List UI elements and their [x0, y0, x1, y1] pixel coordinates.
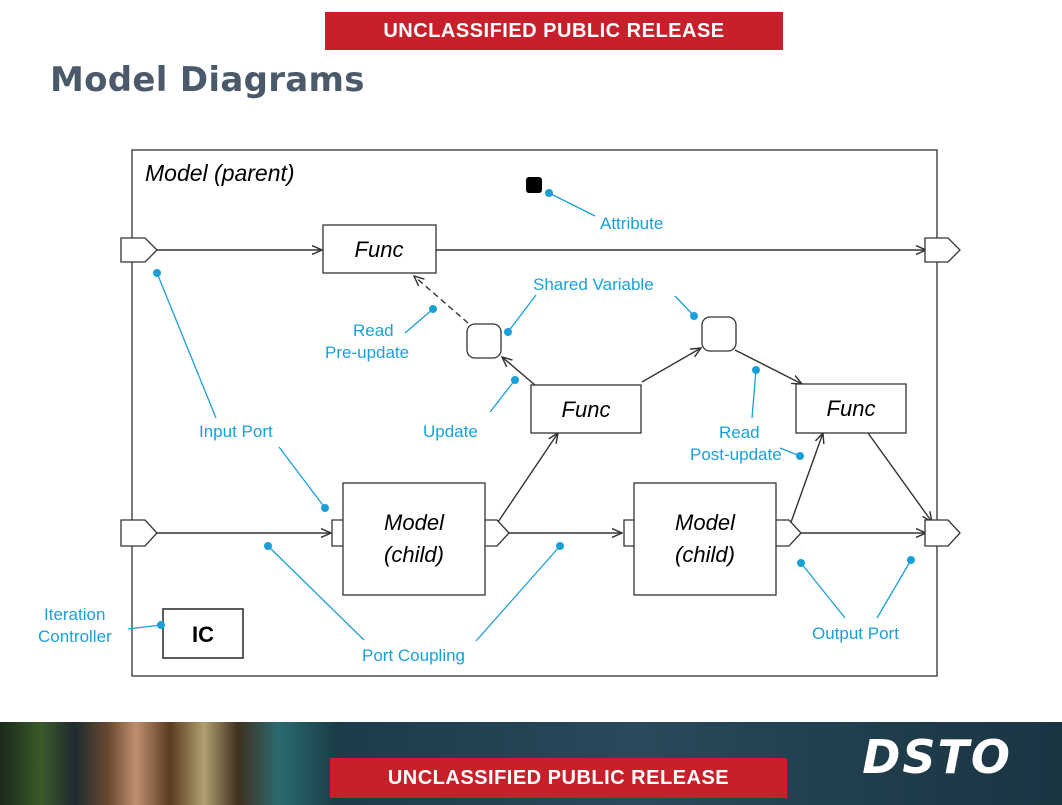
- parent-model-label: Model (parent): [145, 160, 295, 186]
- child-model-label-1a: Model: [384, 510, 445, 535]
- line-sv2-to-func3: [734, 349, 802, 384]
- label-read-pre-1: Read: [353, 321, 394, 340]
- parent-model-box: [131, 149, 938, 677]
- label-read-post-1: Read: [719, 423, 760, 442]
- port-input-top: [120, 237, 158, 263]
- port-output-top: [924, 237, 961, 263]
- label-update: Update: [423, 422, 478, 441]
- child-model-label-2b: (child): [675, 542, 735, 567]
- label-read-post-2: Post-update: [690, 445, 782, 464]
- func-label-1: Func: [355, 237, 404, 262]
- func-box-2: [530, 384, 642, 434]
- label-shared-variable: Shared Variable: [533, 275, 654, 294]
- line-func3-to-out: [867, 432, 932, 522]
- line-child1-to-func2: [495, 433, 558, 526]
- footer-brand: DSTO: [862, 730, 1012, 784]
- annotation-leaders: [127, 192, 912, 642]
- line-func2-to-sv1: [502, 357, 536, 386]
- label-output-port: Output Port: [812, 624, 899, 643]
- line-child2-to-func3: [789, 433, 823, 526]
- shared-variable-2: [701, 316, 737, 352]
- shared-variable-1: [466, 323, 502, 359]
- iteration-controller-label: IC: [192, 622, 214, 647]
- label-iteration-1: Iteration: [44, 605, 105, 624]
- port-input-bottom: [120, 519, 158, 547]
- func-box-1: [322, 224, 437, 274]
- child-model-label-1b: (child): [384, 542, 444, 567]
- func-label-2: Func: [562, 397, 611, 422]
- label-port-coupling: Port Coupling: [362, 646, 465, 665]
- child-model-box-1: [342, 482, 486, 596]
- child-model-box-2: [633, 482, 777, 596]
- footer-photo-strip: [0, 722, 340, 805]
- classification-banner-bottom: UNCLASSIFIED PUBLIC RELEASE: [330, 758, 787, 798]
- annotation-dots: [153, 189, 915, 629]
- func-label-3: Func: [827, 396, 876, 421]
- label-read-pre-2: Pre-update: [325, 343, 409, 362]
- func-box-3: [795, 383, 907, 434]
- connections: [155, 250, 932, 533]
- port-output-bottom: [924, 519, 961, 547]
- line-func2-to-sv2: [641, 348, 701, 383]
- line-sv1-to-func1-dashed: [414, 276, 469, 324]
- attribute-square: [526, 177, 542, 193]
- iteration-controller-box: [162, 608, 244, 659]
- classification-banner-top: UNCLASSIFIED PUBLIC RELEASE: [325, 12, 783, 50]
- label-input-port: Input Port: [199, 422, 273, 441]
- child-model-label-2a: Model: [675, 510, 736, 535]
- page-title: Model Diagrams: [50, 60, 365, 100]
- label-iteration-2: Controller: [38, 627, 112, 646]
- label-attribute: Attribute: [600, 214, 663, 233]
